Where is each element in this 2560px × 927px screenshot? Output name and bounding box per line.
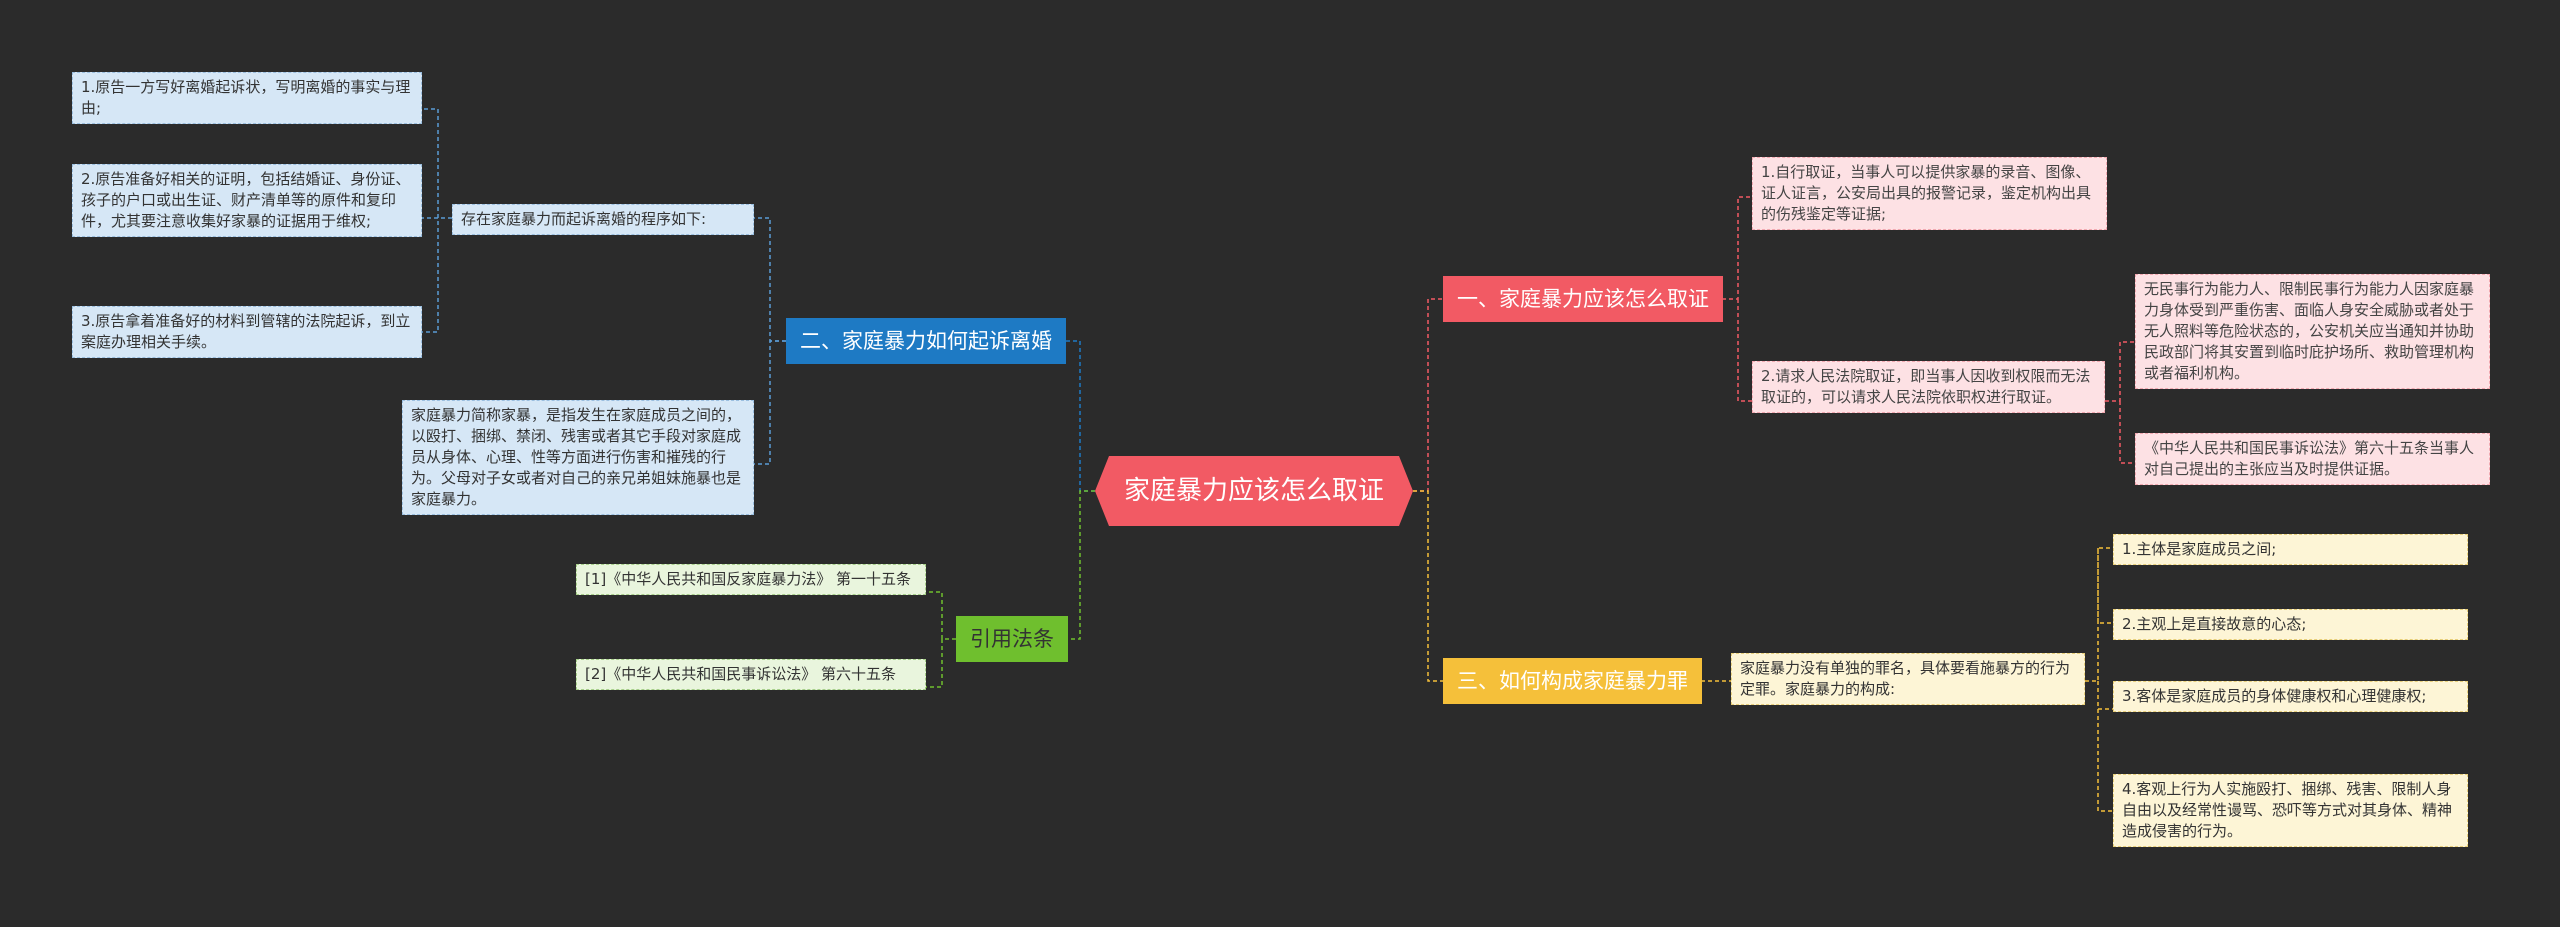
link-citations-items [926, 591, 956, 688]
lawsuit-definition[interactable]: 家庭暴力简称家暴，是指发生在家庭成员之间的，以殴打、捆绑、禁闭、残害或者其它手段… [402, 400, 754, 515]
link-root-lawsuit [1065, 340, 1095, 492]
link-lawsuit-definition [754, 340, 786, 465]
link-court-leaves [2105, 341, 2135, 464]
crime-element-3[interactable]: 3.客体是家庭成员的身体健康权和心理健康权; [2113, 681, 2468, 712]
link-root-evidence [1413, 298, 1443, 492]
evidence-burden[interactable]: 《中华人民共和国民事诉讼法》第六十五条当事人对自己提出的主张应当及时提供证据。 [2135, 433, 2490, 485]
evidence-self[interactable]: 1.自行取证，当事人可以提供家暴的录音、图像、证人证言，公安局出具的报警记录，鉴… [1752, 157, 2107, 230]
lawsuit-step-1[interactable]: 1.原告一方写好离婚起诉状，写明离婚的事实与理由; [72, 72, 422, 124]
link-root-crime [1413, 490, 1443, 682]
link-evidence-leaves [1722, 196, 1752, 402]
crime-element-1[interactable]: 1.主体是家庭成员之间; [2113, 534, 2468, 565]
lawsuit-step-2[interactable]: 2.原告准备好相关的证明，包括结婚证、身份证、孩子的户口或出生证、财产清单等的原… [72, 164, 422, 237]
link-intro-elements [2085, 547, 2113, 812]
link-root-citations [1065, 490, 1095, 640]
crime-element-2[interactable]: 2.主观上是直接故意的心态; [2113, 609, 2468, 640]
root-topic[interactable]: 家庭暴力应该怎么取证 [1095, 456, 1413, 526]
evidence-incapacity[interactable]: 无民事行为能力人、限制民事行为能力人因家庭暴力身体受到严重伤害、面临人身安全威胁… [2135, 274, 2490, 389]
branch-crime[interactable]: 三、如何构成家庭暴力罪 [1443, 658, 1702, 704]
citation-1[interactable]: [1]《中华人民共和国反家庭暴力法》 第一十五条 [576, 564, 926, 595]
lawsuit-step-3[interactable]: 3.原告拿着准备好的材料到管辖的法院起诉，到立案庭办理相关手续。 [72, 306, 422, 358]
link-procedure-steps [422, 108, 452, 333]
crime-intro[interactable]: 家庭暴力没有单独的罪名，具体要看施暴方的行为定罪。家庭暴力的构成: [1731, 653, 2085, 705]
branch-evidence[interactable]: 一、家庭暴力应该怎么取证 [1443, 276, 1723, 322]
branch-citations[interactable]: 引用法条 [956, 616, 1068, 662]
lawsuit-procedure[interactable]: 存在家庭暴力而起诉离婚的程序如下: [452, 204, 754, 235]
branch-lawsuit[interactable]: 二、家庭暴力如何起诉离婚 [786, 318, 1066, 364]
evidence-court[interactable]: 2.请求人民法院取证，即当事人因收到权限而无法取证的，可以请求人民法院依职权进行… [1752, 361, 2105, 413]
link-lawsuit-procedure [754, 217, 786, 342]
crime-element-4[interactable]: 4.客观上行为人实施殴打、捆绑、残害、限制人身自由以及经常性谩骂、恐吓等方式对其… [2113, 774, 2468, 847]
citation-2[interactable]: [2]《中华人民共和国民事诉讼法》 第六十五条 [576, 659, 926, 690]
